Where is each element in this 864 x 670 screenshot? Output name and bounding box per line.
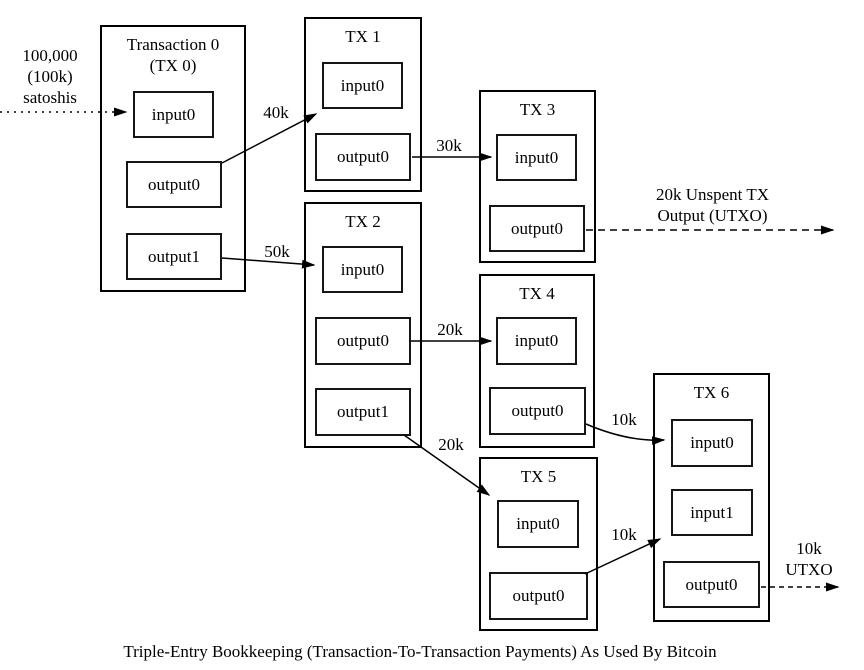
tx2-output1-slot: output1: [315, 388, 411, 436]
utxo-label-tx3: 20k Unspent TX Output (UTXO): [600, 184, 825, 226]
tx4-box: TX 4 input0 output0: [479, 274, 595, 448]
tx4-output0-slot: output0: [489, 387, 586, 435]
tx3-title: TX 3: [519, 100, 556, 119]
source-amount-line3: satoshis: [23, 88, 77, 107]
tx5-title: TX 5: [520, 467, 557, 486]
tx6-box: TX 6 input0 input1 output0: [653, 373, 770, 622]
flow-label-tx4-tx6: 10k: [611, 410, 637, 429]
tx4-title: TX 4: [519, 284, 555, 303]
tx6-input0-slot: input0: [671, 419, 753, 467]
tx5-box: TX 5 input0 output0: [479, 457, 598, 631]
tx0-title: Transaction 0 (TX 0): [102, 34, 244, 76]
tx3-input0-slot: input0: [496, 134, 577, 181]
tx0-output1-slot: output1: [126, 233, 222, 280]
tx3-output0-slot: output0: [489, 205, 585, 252]
flow-label-tx2-tx5: 20k: [438, 435, 464, 454]
tx6-input1-slot: input1: [671, 489, 753, 536]
utxo-label-tx6-line1: 10k: [796, 539, 822, 558]
utxo-label-tx3-line2: Output (UTXO): [657, 206, 768, 225]
tx0-box: Transaction 0 (TX 0) input0 output0 outp…: [100, 25, 246, 292]
tx3-box: TX 3 input0 output0: [479, 90, 596, 263]
flow-label-tx5-tx6: 10k: [611, 525, 637, 544]
flow-label-tx1-tx3: 30k: [436, 136, 462, 155]
source-amount-line1: 100,000: [22, 46, 78, 65]
tx0-title-line2: (TX 0): [149, 56, 197, 75]
tx4-input0-slot: input0: [496, 317, 577, 365]
source-amount-label: 100,000 (100k) satoshis: [2, 45, 98, 108]
tx1-box: TX 1 input0 output0: [304, 17, 422, 192]
flow-label-tx2-tx4: 20k: [437, 320, 463, 339]
tx5-input0-slot: input0: [497, 500, 579, 548]
tx1-title: TX 1: [345, 27, 381, 46]
tx2-title: TX 2: [345, 212, 381, 231]
tx0-title-line1: Transaction 0: [126, 35, 220, 54]
flow-label-tx0-tx2: 50k: [264, 242, 290, 261]
figure-caption: Triple-Entry Bookkeeping (Transaction-To…: [123, 642, 717, 661]
tx2-output0-slot: output0: [315, 317, 411, 365]
tx6-output0-slot: output0: [663, 561, 760, 608]
tx0-output0-slot: output0: [126, 161, 222, 208]
tx5-output0-slot: output0: [489, 572, 588, 620]
utxo-label-tx3-line1: 20k Unspent TX: [655, 185, 769, 204]
tx1-output0-slot: output0: [315, 133, 411, 181]
tx1-input0-slot: input0: [322, 62, 403, 109]
utxo-label-tx6-line2: UTXO: [785, 560, 833, 579]
tx2-input0-slot: input0: [322, 246, 403, 293]
tx2-box: TX 2 input0 output0 output1: [304, 202, 422, 448]
tx6-title: TX 6: [693, 383, 730, 402]
utxo-label-tx6: 10k UTXO: [773, 538, 845, 580]
flow-label-tx0-tx1: 40k: [263, 103, 289, 122]
source-amount-line2: (100k): [27, 67, 73, 86]
tx0-input0-slot: input0: [133, 91, 214, 138]
